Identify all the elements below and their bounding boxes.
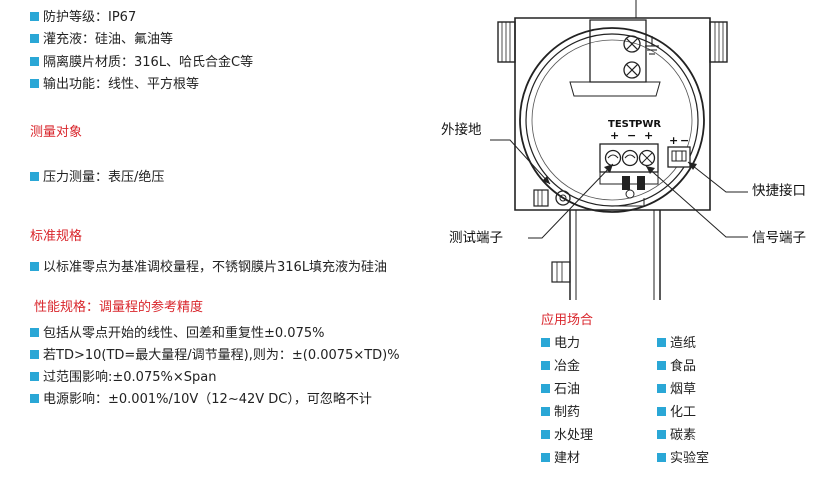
transmitter-terminal-diagram: TEST PWR + − + + − [490, 0, 748, 300]
application-item: 冶金 [541, 359, 580, 375]
square-bullet-icon [30, 34, 39, 43]
applications-heading: 应用场合 [541, 313, 594, 328]
performance-heading: 性能规格：调量程的参考精度 [34, 300, 204, 315]
measurement-heading: 测量对象 [30, 125, 83, 140]
square-bullet-icon [541, 453, 550, 462]
application-item: 实验室 [657, 451, 709, 467]
square-bullet-icon [541, 361, 550, 370]
feature-fill-fluid: 灌充液：硅油、氟油等 [30, 32, 173, 48]
application-item: 碳素 [657, 428, 696, 444]
square-bullet-icon [30, 350, 39, 359]
application-item: 造纸 [657, 336, 696, 352]
measurement-item: 压力测量：表压/绝压 [30, 170, 164, 186]
feature-diaphragm-material: 隔离膜片材质：316L、哈氏合金C等 [30, 55, 253, 71]
performance-item: 电源影响：±0.001%/10V（12~42V DC），可忽略不计 [30, 392, 372, 408]
standard-item: 以标准零点为基准调校量程，不锈钢膜片316L填充液为硅油 [30, 260, 387, 276]
square-bullet-icon [30, 328, 39, 337]
square-bullet-icon [541, 338, 550, 347]
square-bullet-icon [657, 384, 666, 393]
square-bullet-icon [657, 361, 666, 370]
application-item: 食品 [657, 359, 696, 375]
test-minus-sign: − [627, 129, 636, 142]
square-bullet-icon [657, 338, 666, 347]
application-item: 烟草 [657, 382, 696, 398]
square-bullet-icon [30, 12, 39, 21]
quick-connector-label: 快捷接口 [752, 183, 806, 199]
signal-plus-sign: + [669, 134, 678, 147]
application-item: 电力 [541, 336, 580, 352]
square-bullet-icon [30, 262, 39, 271]
signal-minus-sign: − [680, 134, 689, 147]
performance-item: 过范围影响:±0.075%×Span [30, 370, 216, 386]
application-item: 建材 [541, 451, 580, 467]
application-item: 制药 [541, 405, 580, 421]
standard-heading: 标准规格 [30, 229, 83, 244]
application-item: 石油 [541, 382, 580, 398]
performance-item: 包括从零点开始的线性、回差和重复性±0.075% [30, 326, 324, 342]
square-bullet-icon [30, 172, 39, 181]
test-plus-sign: + [610, 129, 619, 142]
pwr-plus-sign: + [644, 129, 653, 142]
square-bullet-icon [541, 407, 550, 416]
square-bullet-icon [657, 453, 666, 462]
square-bullet-icon [541, 430, 550, 439]
application-item: 水处理 [541, 428, 593, 444]
test-terminal-label: 测试端子 [449, 230, 503, 246]
test-label: TEST [608, 119, 636, 130]
performance-item: 若TD>10(TD=最大量程/调节量程),则为：±(0.0075×TD)% [30, 348, 400, 364]
square-bullet-icon [30, 372, 39, 381]
square-bullet-icon [541, 384, 550, 393]
pwr-label: PWR [635, 119, 661, 130]
external-ground-label: 外接地 [441, 122, 482, 138]
square-bullet-icon [657, 430, 666, 439]
square-bullet-icon [30, 57, 39, 66]
square-bullet-icon [30, 394, 39, 403]
signal-terminal-label: 信号端子 [752, 230, 806, 246]
square-bullet-icon [30, 79, 39, 88]
application-item: 化工 [657, 405, 696, 421]
square-bullet-icon [657, 407, 666, 416]
feature-output-function: 输出功能：线性、平方根等 [30, 77, 199, 93]
feature-protection: 防护等级：IP67 [30, 10, 136, 26]
